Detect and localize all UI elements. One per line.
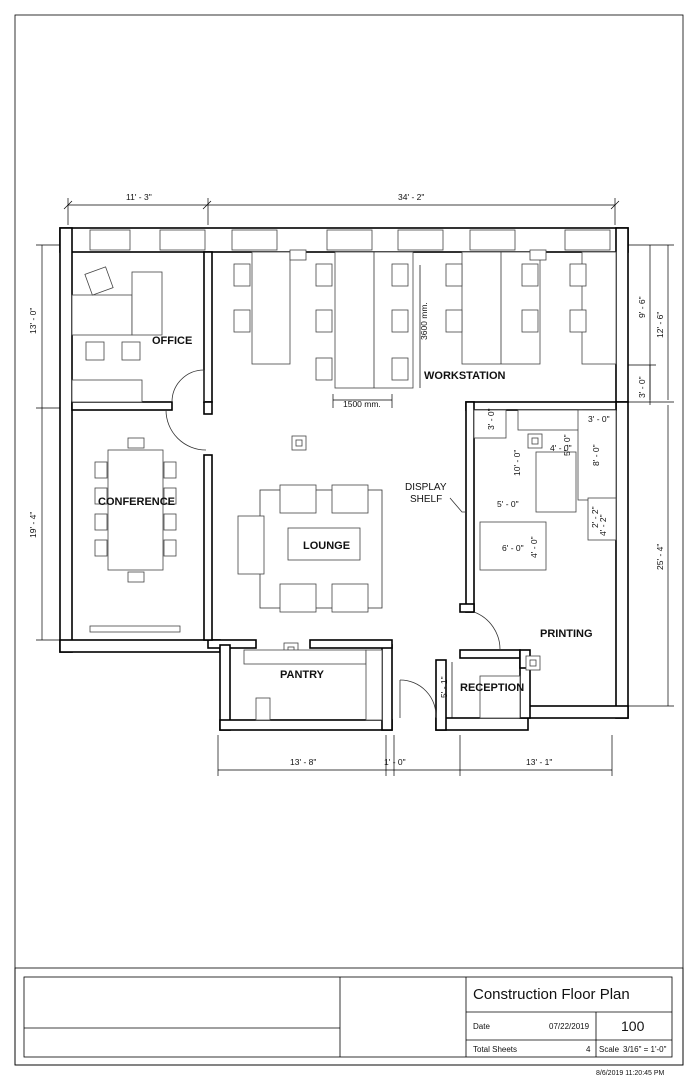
lounge-furniture — [237, 484, 383, 613]
workstation-furniture — [233, 249, 617, 389]
printing-furniture — [473, 409, 617, 719]
room-label-office: OFFICE — [152, 335, 192, 347]
scale-label: Scale — [599, 1045, 620, 1054]
dim-printing-8: 6' - 0" — [502, 543, 524, 553]
dim-bottom-c: 13' - 1" — [526, 757, 552, 767]
dim-ws-depth: 3600 mm. — [419, 302, 429, 340]
scale-value: 3/16" = 1'-0" — [623, 1045, 667, 1054]
dim-left-lower: 19' - 4" — [28, 512, 38, 538]
interior-walls — [71, 251, 617, 669]
office-furniture — [71, 266, 163, 403]
label-display-shelf-line1: DISPLAY — [405, 482, 447, 493]
dim-right-b: 12' - 6" — [655, 312, 665, 338]
conference-furniture — [89, 437, 181, 633]
dim-right-d: 25' - 4" — [655, 544, 665, 570]
room-label-conference: CONFERENCE — [98, 496, 175, 508]
dim-printing-3: 4' - 0" — [550, 443, 572, 453]
dim-printing-4: 5' - 0" — [562, 434, 572, 456]
room-label-reception: RECEPTION — [460, 682, 524, 694]
dim-printing-5: 8' - 0" — [591, 444, 601, 466]
dim-printing-1: 3' - 0" — [486, 408, 496, 430]
date-label: Date — [473, 1022, 490, 1031]
dim-printing-9: 4' - 0" — [529, 536, 539, 558]
label-display-shelf-line2: SHELF — [410, 494, 442, 505]
room-label-workstation: WORKSTATION — [424, 370, 506, 382]
exterior-walls — [59, 227, 629, 731]
dim-printing-6: 10' - 0" — [512, 450, 522, 476]
dim-printing-11: 4' - 2" — [598, 514, 608, 536]
date-value: 07/22/2019 — [549, 1022, 590, 1031]
doors — [165, 369, 501, 719]
dim-bottom-a: 13' - 8" — [290, 757, 316, 767]
title-block: Construction Floor Plan Date 07/22/2019 … — [14, 967, 684, 1077]
sheet-title: Construction Floor Plan — [473, 986, 630, 1003]
dim-right-c: 3' - 0" — [637, 376, 647, 398]
room-label-lounge: LOUNGE — [303, 540, 350, 552]
dimension-lines — [36, 198, 674, 776]
dim-bottom-b: 1' - 0" — [384, 757, 406, 767]
dim-left-upper: 13' - 0" — [28, 308, 38, 334]
room-label-printing: PRINTING — [540, 628, 593, 640]
dim-ws-width: 1500 mm. — [343, 399, 381, 409]
dim-top-right: 34' - 2" — [398, 192, 424, 202]
dim-right-a: 9' - 6" — [637, 296, 647, 318]
total-sheets-label: Total Sheets — [473, 1045, 517, 1054]
dim-printing-10: 2' - 2" — [590, 506, 600, 528]
sheet-number: 100 — [621, 1018, 645, 1034]
floor-plan: OFFICE CONFERENCE WORKSTATION LOUNGE PAN… — [28, 192, 674, 776]
room-labels: OFFICE CONFERENCE WORKSTATION LOUNGE PAN… — [98, 335, 593, 694]
print-timestamp: 8/6/2019 11:20:45 PM — [596, 1070, 665, 1077]
room-label-pantry: PANTRY — [280, 669, 325, 681]
dimension-labels: 11' - 3" 34' - 2" 13' - 0" 19' - 4" 9' -… — [28, 192, 665, 767]
pantry-furniture — [243, 649, 383, 721]
dim-reception: 5' - 1" — [439, 676, 449, 698]
total-sheets-value: 4 — [586, 1045, 591, 1054]
dim-top-left: 11' - 3" — [126, 192, 152, 202]
dim-printing-2: 3' - 0" — [588, 414, 610, 424]
dim-printing-7: 5' - 0" — [497, 499, 519, 509]
